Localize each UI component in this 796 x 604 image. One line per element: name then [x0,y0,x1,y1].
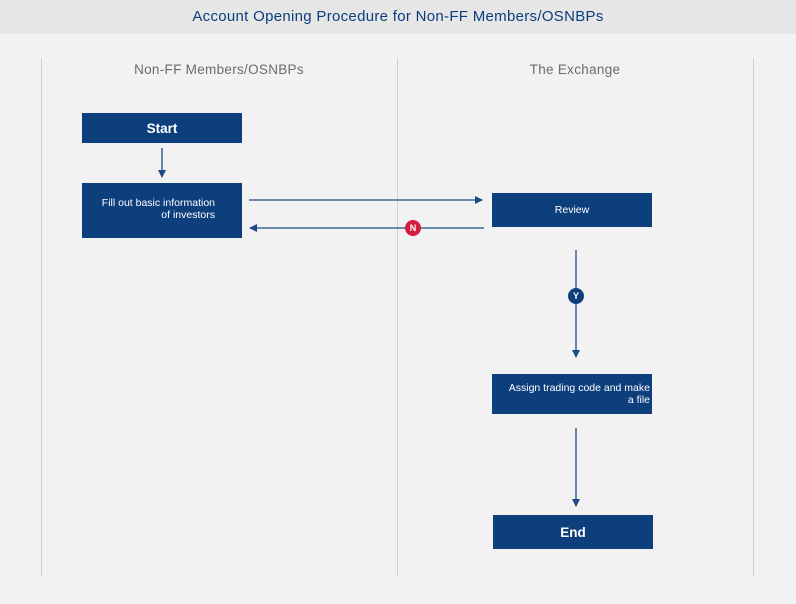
fill-out-node: Fill out basic information of investors [82,183,242,238]
assign-label: Assign trading code and make a file [508,382,650,406]
yes-decision-badge: Y [568,288,584,304]
lane-divider-middle [397,58,398,576]
lane-header-members: Non-FF Members/OSNBPs [134,62,304,77]
review-node: Review [492,193,652,227]
diagram-title: Account Opening Procedure for Non-FF Mem… [0,0,796,34]
assign-node: Assign trading code and make a file [492,374,652,414]
start-node: Start [82,113,242,143]
no-decision-badge: N [405,220,421,236]
lane-header-exchange: The Exchange [529,62,621,77]
lane-divider-left [41,58,42,576]
end-node: End [493,515,653,549]
fill-out-label: Fill out basic information of investors [101,197,215,221]
lane-divider-right [753,58,754,576]
